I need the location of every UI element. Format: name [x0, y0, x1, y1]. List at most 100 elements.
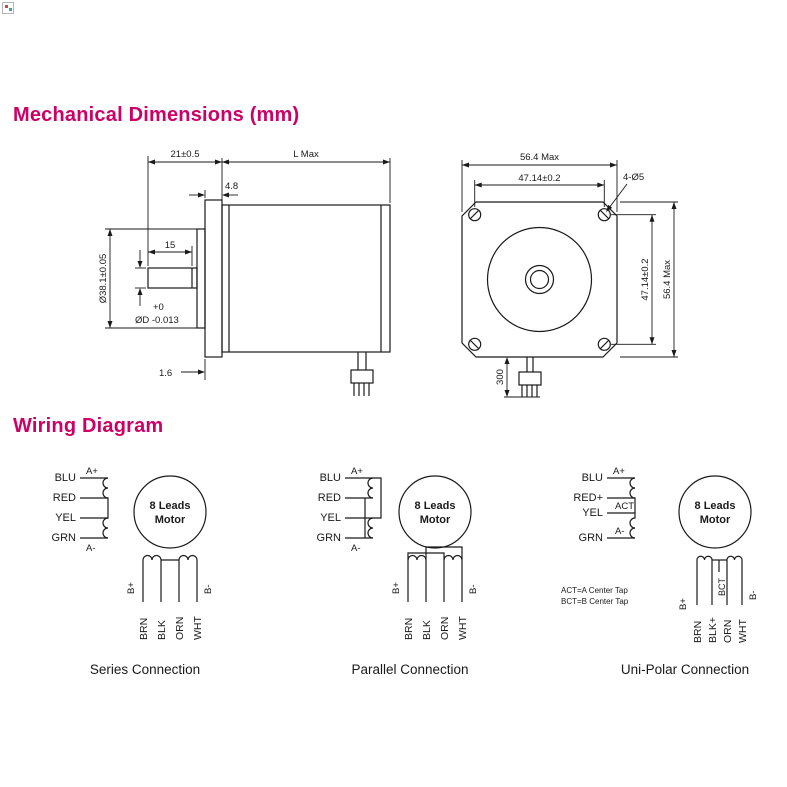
motor-label-top: 8 Leads — [150, 500, 191, 512]
lead-labels-left: BLU RED+ YEL GRN A+ ACT A- — [573, 466, 634, 544]
dim-flange-label: 4.8 — [225, 181, 238, 192]
dim-recess-label: 1.6 — [159, 368, 172, 379]
motor-label-bottom: Motor — [155, 514, 186, 526]
placeholder-speck-red — [5, 5, 8, 8]
motor-side-outline — [147, 199, 391, 358]
dim-flange-thickness: 4.8 — [189, 181, 238, 198]
lead-label-orn: ORN — [439, 617, 451, 640]
lead-label-wht: WHT — [192, 616, 204, 640]
lead-label-grn: GRN — [579, 532, 604, 544]
lead-label-yel: YEL — [582, 507, 603, 519]
dim-pilot-diameter: Ø38.1±0.05 — [98, 228, 197, 329]
lead-label-wht: WHT — [737, 619, 749, 643]
lead-label-blk: BLK — [421, 620, 433, 640]
terminal-b-minus: B- — [468, 585, 479, 595]
terminal-a-minus: A- — [86, 543, 96, 554]
center-tap-b-label: BCT — [717, 577, 727, 596]
center-tap-a-label: ACT — [615, 501, 634, 512]
lead-label-red-plus: RED+ — [573, 492, 603, 504]
holes-callout-label: 4-Ø5 — [623, 172, 644, 183]
lead-labels-bottom: B+ BRN BLK ORN WHT B- — [391, 582, 479, 640]
dim-face-width: 56.4 Max — [461, 152, 618, 212]
phase-a-wiring — [80, 477, 109, 539]
dim-protrusion-label: 21±0.5 — [171, 149, 200, 160]
series-connection-diagram: BLU RED YEL GRN A+ A- 8 Leads Motor B+ B… — [52, 466, 214, 640]
dim-hole-pitch-vertical: 47.14±0.2 — [611, 214, 656, 345]
dim-body-length: L Max — [222, 149, 391, 203]
dim-hole-pitch-h-label: 47.14±0.2 — [518, 173, 560, 184]
series-caption: Series Connection — [89, 662, 201, 677]
motor-leads-side — [350, 352, 374, 396]
dim-hole-pitch-horizontal: 47.14±0.2 — [474, 173, 605, 207]
lead-label-wht: WHT — [457, 616, 469, 640]
lead-label-blu: BLU — [582, 472, 603, 484]
unipolar-caption: Uni-Polar Connection — [620, 662, 750, 677]
lead-length-label: 300 — [495, 369, 506, 385]
note-act: ACT=A Center Tap — [561, 586, 628, 595]
dim-face-height: 56.4 Max — [620, 201, 678, 358]
motor-leads-front — [518, 357, 542, 397]
side-view-drawing: 21±0.5 L Max 4.8 15 Ø38.1±0.05 — [98, 149, 391, 396]
motor-label-top: 8 Leads — [415, 500, 456, 512]
mechanical-dimensions-title: Mechanical Dimensions (mm) — [13, 104, 300, 126]
terminal-a-plus: A+ — [351, 466, 363, 477]
image-placeholder-icon — [2, 2, 14, 14]
lead-label-red: RED — [318, 492, 341, 504]
motor-symbol: 8 Leads Motor — [133, 475, 207, 549]
dim-face-width-label: 56.4 Max — [520, 152, 559, 163]
phase-a-wiring — [345, 477, 382, 539]
terminal-a-plus: A+ — [613, 466, 625, 477]
parallel-caption: Parallel Connection — [351, 662, 469, 677]
unipolar-connection-diagram: BLU RED+ YEL GRN A+ ACT A- 8 Leads Motor… — [561, 466, 759, 643]
placeholder-speck-teal — [9, 8, 12, 11]
dim-recess: 1.6 — [159, 359, 206, 380]
lead-label-blk-plus: BLK+ — [707, 617, 719, 643]
connection-notes: ACT=A Center Tap BCT=B Center Tap — [561, 586, 629, 606]
terminal-a-minus: A- — [615, 526, 625, 537]
dim-shaft-protrusion: 21±0.5 — [147, 149, 223, 266]
lead-label-brn: BRN — [403, 618, 415, 640]
dim-pilot-label: Ø38.1±0.05 — [98, 254, 109, 304]
terminal-a-minus: A- — [351, 543, 361, 554]
lead-label-grn: GRN — [52, 532, 77, 544]
phase-b-wiring — [407, 546, 463, 602]
motor-label-bottom: Motor — [420, 514, 451, 526]
phase-b-wiring — [142, 554, 198, 602]
lead-label-blu: BLU — [55, 472, 76, 484]
lead-labels-bottom: B+ BRN BLK ORN WHT B- — [126, 582, 214, 640]
lead-label-orn: ORN — [174, 617, 186, 640]
motor-label-top: 8 Leads — [695, 500, 736, 512]
lead-label-orn: ORN — [722, 620, 734, 643]
lead-label-yel: YEL — [55, 512, 76, 524]
terminal-b-minus: B- — [748, 591, 759, 601]
faceplate-outline — [461, 201, 618, 358]
dim-lead-length: 300 — [495, 357, 540, 398]
lead-label-brn: BRN — [138, 618, 150, 640]
lead-label-red: RED — [53, 492, 76, 504]
terminal-b-plus: B+ — [678, 598, 689, 610]
terminal-b-plus: B+ — [391, 582, 402, 594]
terminal-a-plus: A+ — [86, 466, 98, 477]
dim-shaft-flat-label: 15 — [165, 240, 176, 251]
lead-label-blu: BLU — [320, 472, 341, 484]
wiring-diagram-title: Wiring Diagram — [13, 415, 164, 437]
mounting-screws — [468, 208, 611, 351]
terminal-b-plus: B+ — [126, 582, 137, 594]
dim-hole-pitch-v-label: 47.14±0.2 — [640, 258, 651, 300]
motor-symbol: 8 Leads Motor — [678, 475, 752, 549]
dim-mounting-holes: 4-Ø5 — [606, 172, 644, 212]
motor-symbol: 8 Leads Motor — [398, 475, 472, 549]
lead-label-blk: BLK — [156, 620, 168, 640]
lead-label-brn: BRN — [692, 621, 704, 643]
note-bct: BCT=B Center Tap — [561, 597, 629, 606]
terminal-b-minus: B- — [203, 585, 214, 595]
dim-face-height-label: 56.4 Max — [662, 260, 673, 299]
dim-shaft-flat-length: 15 — [148, 240, 193, 266]
lead-labels-bottom: B+ BRN BLK+ BCT ORN WHT B- — [678, 577, 759, 643]
parallel-connection-diagram: BLU RED YEL GRN A+ A- 8 Leads Motor B+ B… — [317, 466, 479, 640]
phase-b-wiring — [696, 555, 743, 605]
lead-labels-left: BLU RED YEL GRN A+ A- — [317, 466, 364, 554]
lead-label-yel: YEL — [320, 512, 341, 524]
front-view-drawing: 56.4 Max 47.14±0.2 4-Ø5 47.14±0.2 56.4 M… — [461, 152, 678, 398]
